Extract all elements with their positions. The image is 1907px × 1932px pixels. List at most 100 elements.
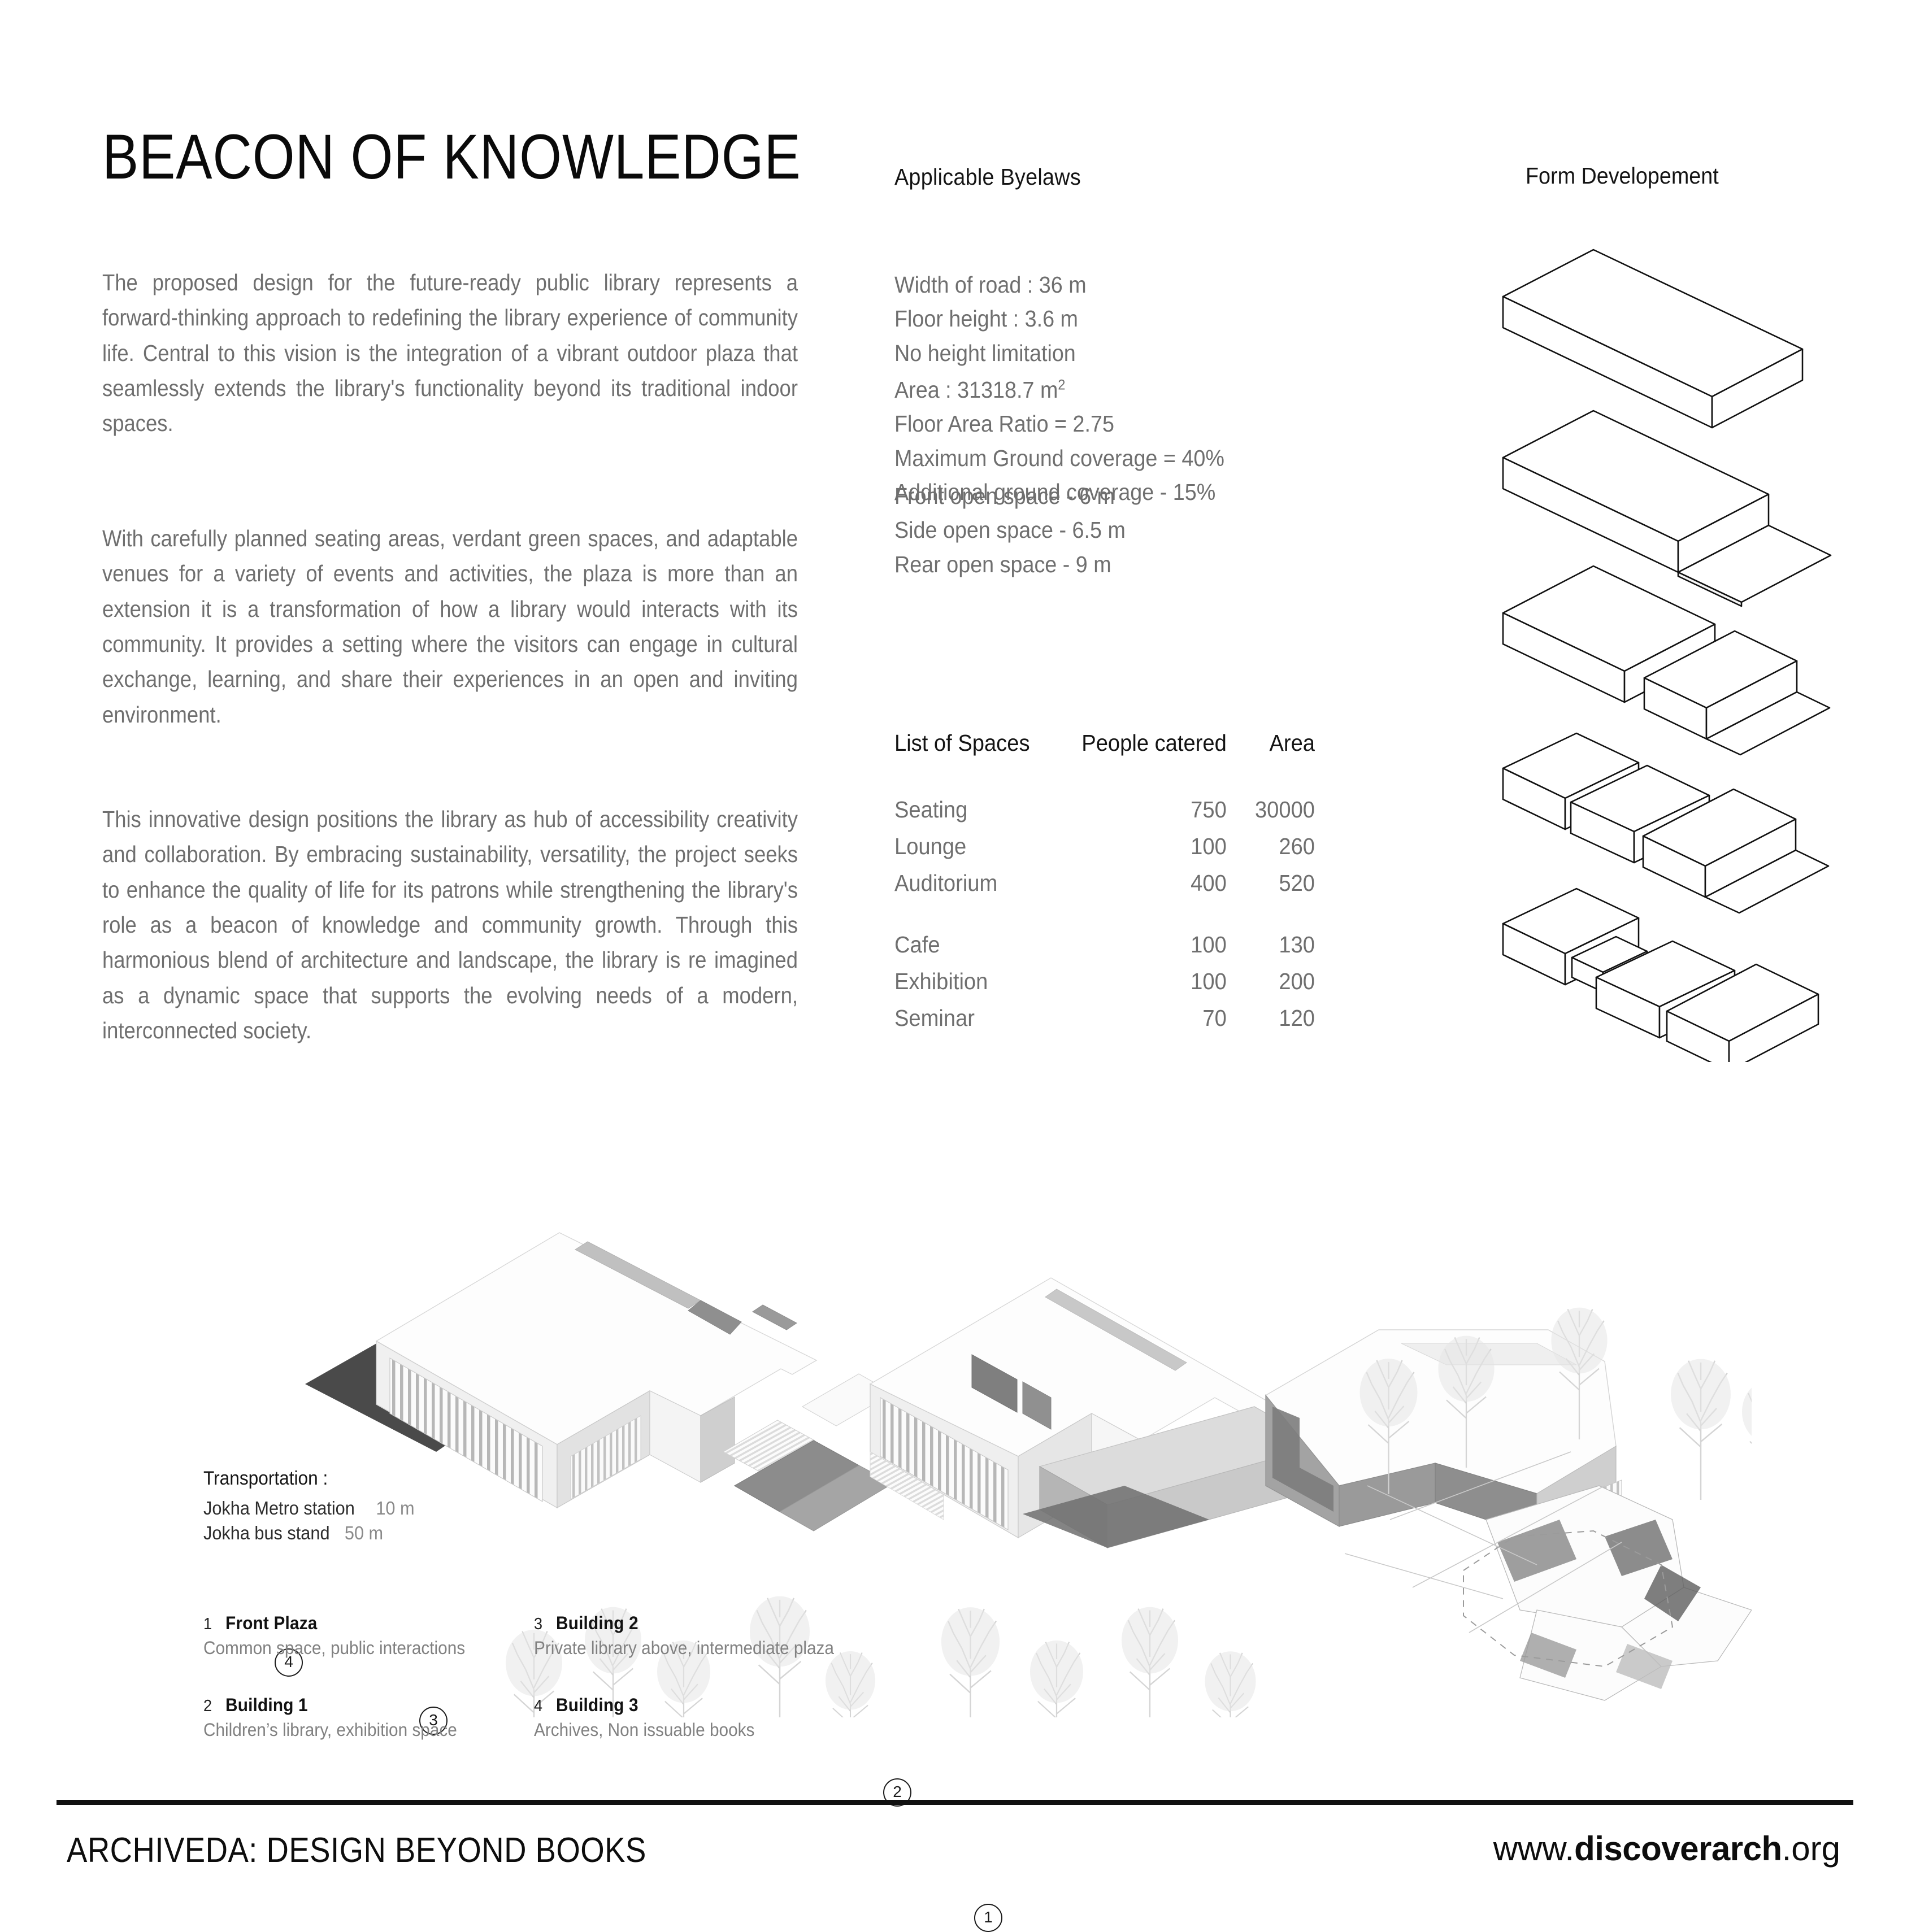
legend-description: Private library above, intermediate plaz… (534, 1638, 834, 1658)
cell-area: 260 (1279, 833, 1315, 860)
form-stage-3 (1502, 565, 1831, 756)
studio-name: ARCHIVEDA: DESIGN BEYOND BOOKS (67, 1831, 646, 1870)
legend-item-1: 1 Front Plaza Common space, public intera… (203, 1613, 520, 1659)
legend-item-2: 2 Building 1 Children’s library, exhibiti… (203, 1695, 520, 1740)
cell-space: Seating (894, 797, 968, 823)
table-row: Lounge 100 260 (894, 834, 1315, 871)
byelaw-line: Floor height : 3.6 m (894, 306, 1078, 332)
axonometric-drawing (305, 1232, 1796, 1771)
transportation-block: Transportation : Jokha Metro station 10 … (203, 1468, 431, 1546)
transport-distance: 10 m (376, 1498, 415, 1518)
legend-title: Building 1 (225, 1695, 308, 1715)
legend-index: 1 (203, 1615, 212, 1633)
byelaw-area-line: Area : 31318.7 m2 (894, 373, 1224, 407)
byelaw-line: Rear open space - 9 m (894, 551, 1111, 577)
byelaws-column: Applicable Byelaws Width of road : 36 m … (894, 164, 1392, 577)
website-url[interactable]: www.discoverarch.org (1493, 1829, 1840, 1868)
plaza-guide-lines (1344, 1451, 1622, 1633)
description-paragraph-2: With carefully planned seating areas, ve… (102, 525, 798, 728)
byelaws-group-area: Area : 31318.7 m2 Floor Area Ratio = 2.7… (894, 373, 1253, 509)
table-row: Seminar 70 120 (894, 1006, 1315, 1042)
cell-space: Cafe (894, 932, 940, 958)
byelaw-line: Maximum Ground coverage = 40% (894, 445, 1224, 471)
legend-index: 2 (203, 1697, 212, 1715)
transport-distance: 50 m (344, 1522, 384, 1543)
plaza-dashed-outline (1463, 1530, 1674, 1668)
table-header-row: List of Spaces People catered Area (894, 730, 1315, 797)
cell-area: 520 (1279, 870, 1315, 897)
url-suffix: .org (1782, 1830, 1840, 1868)
legend-index: 3 (534, 1615, 543, 1633)
transport-name: Jokha bus stand (203, 1522, 330, 1543)
url-prefix: www. (1493, 1830, 1575, 1868)
footer-divider (57, 1800, 1853, 1805)
byelaw-line: Side open space - 6.5 m (894, 517, 1126, 543)
cell-area: 200 (1279, 968, 1315, 995)
table-row: Auditorium 400 520 (894, 871, 1315, 907)
project-description-column: BEACON OF KNOWLEDGE The proposed design … (102, 125, 801, 1044)
axo-marker-4: 4 (275, 1648, 303, 1677)
form-stage-4 (1502, 732, 1830, 914)
byelaws-heading: Applicable Byelaws (894, 164, 1081, 190)
column-header-space: List of Spaces (894, 730, 1030, 756)
form-stage-2 (1502, 410, 1832, 607)
cell-people: 100 (1191, 968, 1227, 995)
axonometric-rendering: 4 3 2 1 (275, 1090, 1796, 1932)
connector-stairs (722, 1373, 894, 1531)
cell-space: Exhibition (894, 968, 988, 995)
byelaw-line: Additional ground coverage - 15% (894, 478, 1216, 505)
description-paragraph-1: The proposed design for the future-ready… (102, 269, 798, 437)
legend-description: Children’s library, exhibition space (203, 1720, 457, 1740)
cell-space: Lounge (894, 833, 967, 860)
louver-facade-b3 (389, 1357, 543, 1503)
url-brand: discoverarch (1574, 1830, 1782, 1868)
byelaw-line: Width of road : 36 m (894, 272, 1087, 298)
space-program-table: List of Spaces People catered Area Seati… (894, 730, 1358, 1043)
legend-item-3: 3 Building 2 Private library above, inter… (534, 1613, 850, 1659)
column-header-area: Area (1269, 730, 1315, 756)
description-paragraph-3: This innovative design positions the lib… (102, 806, 798, 1044)
louver-facade-b2 (880, 1396, 1009, 1531)
legend-description: Common space, public interactions (203, 1638, 466, 1658)
form-development-diagram (1502, 249, 1832, 1062)
form-stage-5 (1502, 887, 1819, 1062)
link-bridge (1023, 1406, 1323, 1549)
transportation-item: Jokha Metro station 10 m (203, 1496, 415, 1521)
legend-title: Building 2 (556, 1613, 638, 1633)
byelaw-area-value: Area : 31318.7 m (894, 377, 1058, 403)
form-development-section: Form Developement (1526, 163, 1735, 189)
legend-item-4: 4 Building 3 Archives, Non issuable books (534, 1695, 850, 1740)
transportation-heading: Transportation : (203, 1468, 328, 1489)
cell-area: 30000 (1254, 797, 1315, 823)
cell-people: 400 (1191, 870, 1227, 897)
cell-space: Auditorium (894, 870, 998, 897)
axo-marker-1: 1 (974, 1904, 1002, 1932)
building-3-mass (375, 1232, 818, 1509)
legend-index: 4 (534, 1697, 543, 1715)
table-row: Exhibition 100 200 (894, 969, 1315, 1006)
byelaw-line: Floor Area Ratio = 2.75 (894, 411, 1114, 437)
legend-title: Building 3 (556, 1695, 638, 1715)
cell-people: 70 (1202, 1005, 1227, 1032)
square-unit-superscript: 2 (1058, 377, 1066, 393)
legend-description: Archives, Non issuable books (534, 1720, 755, 1740)
plaza-faceted-surfaces (1497, 1520, 1701, 1689)
byelaws-group-site: Width of road : 36 m Floor height : 3.6 … (894, 268, 1103, 370)
transportation-item: Jokha bus stand 50 m (203, 1521, 415, 1546)
byelaw-line: Front open space - 6 m (894, 483, 1115, 509)
byelaw-line: No height limitation (894, 340, 1076, 366)
building-2-mass (869, 1277, 1278, 1539)
cell-people: 100 (1191, 833, 1227, 860)
cell-people: 100 (1191, 932, 1227, 958)
column-header-people: People catered (1081, 730, 1227, 756)
form-stage-1 (1502, 249, 1804, 429)
transport-name: Jokha Metro station (203, 1498, 355, 1518)
cell-space: Seminar (894, 1005, 975, 1032)
form-development-heading: Form Developement (1526, 163, 1719, 189)
legend-title: Front Plaza (225, 1613, 318, 1633)
cell-area: 130 (1279, 932, 1315, 958)
cell-area: 120 (1279, 1005, 1315, 1032)
front-plaza (1485, 1485, 1753, 1701)
